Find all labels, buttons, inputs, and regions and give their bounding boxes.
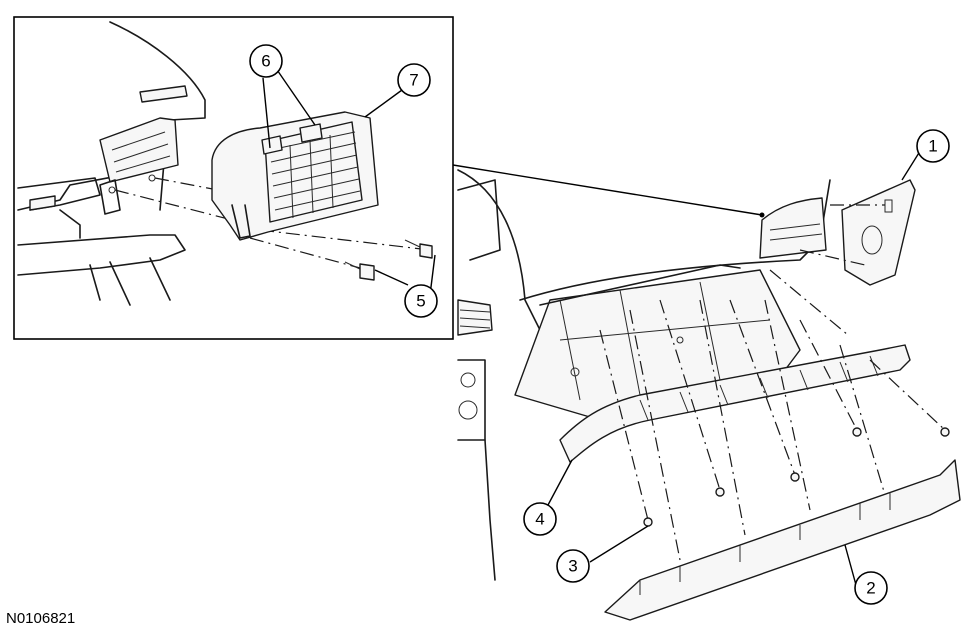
callout-7: 7 [397,63,431,97]
callout-2-label: 2 [866,579,875,598]
callout-1: 1 [916,129,950,163]
vent-clip-upper-left [261,135,283,155]
main-air-vent [759,197,827,259]
callout-3-label: 3 [568,557,577,576]
screw-c [790,472,800,482]
inset-glovebox-lid [17,234,186,276]
callout-5: 5 [404,284,438,318]
callout-4-label: 4 [535,510,544,529]
main-dash-vent-slot [457,299,493,336]
inset-bolt-lower [344,261,375,281]
inset-to-main-leader [452,164,763,216]
side-trim-panel [841,179,916,286]
screw-e [940,427,950,437]
main-dash-left-edge [457,169,541,331]
lower-support-bracket [559,344,911,463]
callout-5-label: 5 [416,292,425,311]
main-dash-top-edge [519,179,831,301]
vent-clip-upper-right [299,123,323,143]
inset-sensor [139,85,188,103]
figure-id: N0106821 [6,610,76,627]
callout-2: 2 [854,571,888,605]
main-dashboard-view [457,169,961,621]
screw-b [715,487,725,497]
inset-dash-top [109,21,206,211]
callout-6-label: 6 [261,52,270,71]
screw-d [852,427,862,437]
callout-4: 4 [523,502,557,536]
callout-1-label: 1 [928,137,937,156]
callout-7-label: 7 [409,71,418,90]
callout-6: 6 [249,44,283,78]
inset-bolt-upper [404,239,433,259]
glovebox-door [604,459,961,621]
callout-3: 3 [556,549,590,583]
inset-air-vent [211,111,379,241]
inset-detail-view [13,16,454,340]
screw-a [643,517,653,527]
